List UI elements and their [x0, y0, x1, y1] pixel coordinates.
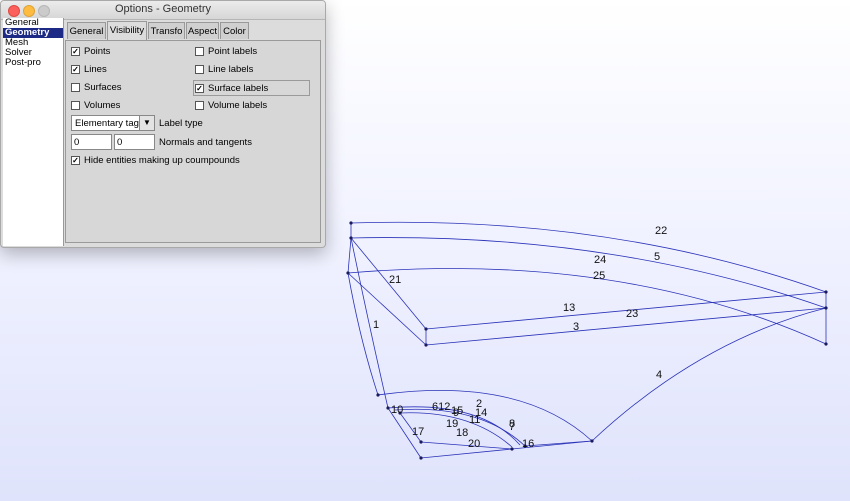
tab-general[interactable]: General — [67, 22, 106, 39]
close-window-button[interactable] — [8, 5, 20, 17]
curve-lower-top — [387, 406, 521, 446]
curve-16b — [524, 440, 593, 447]
options-window: Options - Geometry General Geometry Mesh… — [0, 0, 326, 248]
minimize-window-button[interactable] — [23, 5, 35, 17]
sidebar-item-post-pro[interactable]: Post-pro — [5, 57, 41, 68]
curve-20 — [420, 448, 513, 459]
geometry-label-25: 25 — [593, 270, 605, 282]
curve-3 — [425, 307, 827, 346]
label-type-label: Label type — [159, 118, 203, 129]
options-sidebar: General Geometry Mesh Solver Post-pro — [3, 18, 64, 246]
geometry-label-21: 21 — [389, 274, 401, 286]
geometry-label-2: 2 — [476, 398, 482, 410]
geometry-label-24: 24 — [594, 254, 606, 266]
curve-lower-2 — [394, 408, 526, 447]
hide-compounds-check-icon: ✓ — [71, 156, 80, 165]
points-checkbox[interactable]: ✓ Points — [71, 46, 111, 57]
geometry-label-18: 18 — [456, 427, 468, 439]
line-labels-checkbox[interactable]: Line labels — [195, 64, 253, 75]
surfaces-checkbox[interactable]: Surfaces — [71, 82, 122, 93]
curve-20b — [420, 441, 513, 450]
geometry-label-8: 8 — [509, 418, 515, 430]
sidebar-item-geometry[interactable]: Geometry — [3, 28, 63, 38]
geometry-label-9: 9 — [453, 407, 459, 419]
geometry-label-23: 23 — [626, 308, 638, 320]
geometry-label-19: 19 — [446, 418, 458, 430]
zoom-window-button[interactable] — [38, 5, 50, 17]
curve-17b — [399, 412, 422, 443]
points-check-icon: ✓ — [71, 47, 80, 56]
geometry-label-4: 4 — [656, 369, 662, 381]
curve-diag-21b — [347, 272, 427, 346]
chevron-down-icon[interactable]: ▼ — [139, 116, 154, 130]
geometry-label-1: 1 — [373, 319, 379, 331]
volume-labels-checkbox[interactable]: Volume labels — [195, 100, 267, 111]
geometry-label-20: 20 — [468, 438, 480, 450]
normals-tangents-label: Normals and tangents — [159, 137, 252, 148]
curve-diag-21 — [350, 237, 427, 330]
geometry-label-7: 7 — [509, 421, 515, 433]
lines-check-icon: ✓ — [71, 65, 80, 74]
geometry-label-3: 3 — [573, 321, 579, 333]
normals-input[interactable]: 0 — [71, 134, 112, 150]
sidebar-item-general[interactable]: General — [5, 17, 39, 28]
geometry-label-10: 10 — [391, 404, 403, 416]
curve-top-inner — [350, 237, 827, 309]
curve-13 — [425, 291, 827, 330]
visibility-panel: ✓ Points Point labels ✓ Lines Line label… — [65, 40, 321, 243]
geometry-label-11: 11 — [469, 414, 480, 426]
geometry-label-612: 612 — [432, 401, 450, 413]
surface-labels-check-icon: ✓ — [195, 83, 204, 93]
volumes-checkbox[interactable]: Volumes — [71, 100, 120, 111]
curve-mid — [347, 268, 827, 345]
curve-1b — [347, 272, 379, 396]
tab-visibility[interactable]: Visibility — [107, 21, 147, 40]
geometry-label-13: 13 — [563, 302, 575, 314]
window-title: Options - Geometry — [115, 3, 211, 15]
tangents-input[interactable]: 0 — [114, 134, 155, 150]
label-type-select[interactable]: Elementary tags ▼ — [71, 115, 155, 131]
geometry-label-22: 22 — [655, 225, 667, 237]
curve-top-outer — [350, 221, 827, 293]
curve-1 — [350, 237, 389, 409]
lines-checkbox[interactable]: ✓ Lines — [71, 64, 107, 75]
tab-transfo[interactable]: Transfo — [148, 22, 185, 39]
curve-left-vertical — [347, 237, 352, 274]
hide-compounds-checkbox[interactable]: ✓ Hide entities making up coumpounds — [71, 155, 240, 166]
sidebar-item-mesh[interactable]: Mesh — [5, 37, 29, 48]
geometry-label-14: 14 — [475, 407, 487, 419]
surface-labels-checkbox[interactable]: ✓ Surface labels — [193, 80, 310, 96]
geometry-label-5: 5 — [654, 251, 660, 263]
tab-color[interactable]: Color — [220, 22, 249, 39]
point-labels-checkbox[interactable]: Point labels — [195, 46, 257, 57]
geometry-label-16: 16 — [522, 438, 534, 450]
tab-aspect[interactable]: Aspect — [186, 22, 219, 39]
curve-17 — [387, 407, 422, 459]
geometry-label-15: 15 — [451, 405, 463, 417]
geometry-label-17: 17 — [412, 426, 424, 438]
sidebar-item-solver[interactable]: Solver — [5, 47, 32, 58]
title-bar[interactable]: Options - Geometry — [1, 1, 325, 20]
curve-lower-3 — [399, 412, 513, 448]
curve-4 — [591, 307, 827, 442]
curve-lower-outer — [377, 389, 593, 442]
